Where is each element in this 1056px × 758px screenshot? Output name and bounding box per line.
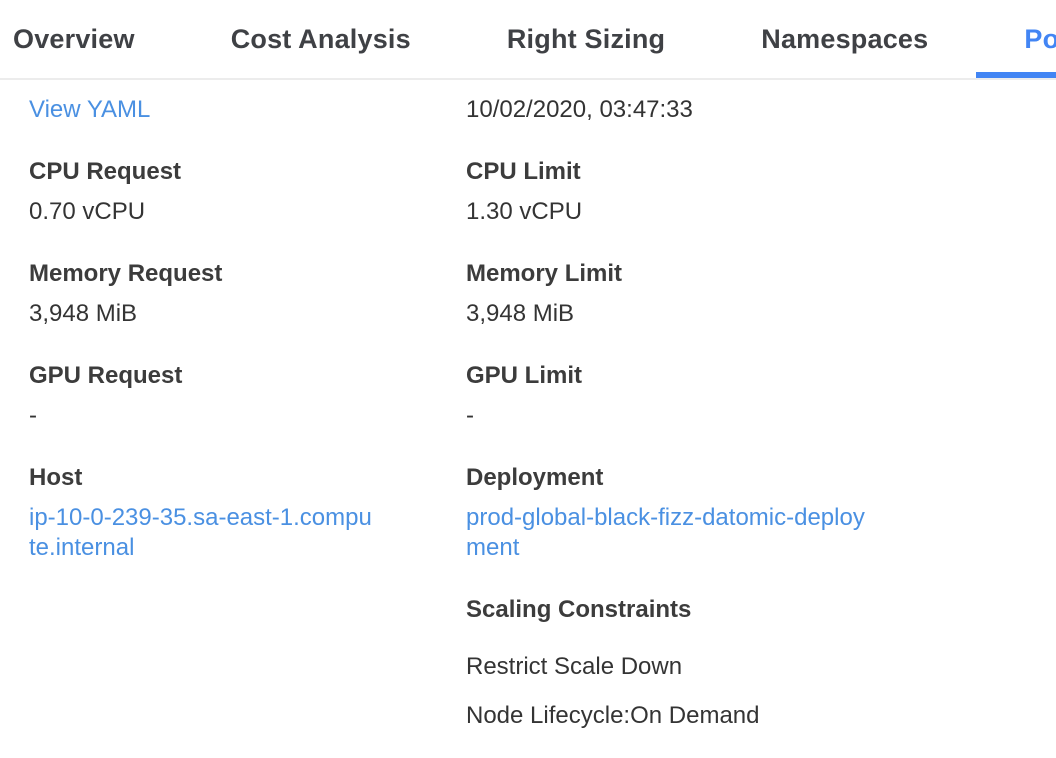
tab-bar-inner: Overview Cost Analysis Right Sizing Name… bbox=[0, 0, 1056, 78]
field-memory-request: Memory Request 3,948 MiB bbox=[29, 259, 466, 329]
tab-cost-analysis[interactable]: Cost Analysis bbox=[230, 23, 411, 54]
field-value: 3,948 MiB bbox=[29, 300, 138, 327]
field-label: CPU Limit bbox=[466, 158, 581, 185]
scaling-constraints-label: Scaling Constraints bbox=[466, 596, 692, 623]
field-cpu-request: CPU Request 0.70 vCPU bbox=[29, 157, 466, 227]
field-value: 0.70 vCPU bbox=[29, 198, 146, 225]
timestamp: 10/02/2020, 03:47:33 bbox=[466, 96, 693, 123]
tab-right-sizing[interactable]: Right Sizing bbox=[506, 23, 666, 54]
tab-overview[interactable]: Overview bbox=[13, 23, 135, 54]
field-label: CPU Request bbox=[29, 158, 182, 185]
scaling-constraints-group: Scaling Constraints Restrict Scale Down … bbox=[466, 595, 1036, 731]
field-value: 1.30 vCPU bbox=[466, 198, 583, 225]
tab-bar: Overview Cost Analysis Right Sizing Name… bbox=[0, 0, 1056, 80]
field-gpu-request: GPU Request - bbox=[29, 361, 466, 431]
field-gpu-limit: GPU Limit - bbox=[466, 361, 1036, 431]
field-value: - bbox=[29, 402, 37, 429]
view-yaml-link[interactable]: View YAML bbox=[29, 96, 151, 123]
field-memory-limit: Memory Limit 3,948 MiB bbox=[466, 259, 1036, 329]
deployment-link[interactable]: prod-global-black-fizz-datomic-deploymen… bbox=[466, 504, 865, 561]
host-link[interactable]: ip-10-0-239-35.sa-east-1.compute.interna… bbox=[29, 504, 372, 561]
field-label: Memory Request bbox=[29, 260, 223, 287]
field-cpu-limit: CPU Limit 1.30 vCPU bbox=[466, 157, 1036, 227]
field-host: Host ip-10-0-239-35.sa-east-1.compute.in… bbox=[29, 463, 466, 563]
scaling-constraint-item: Node Lifecycle:On Demand bbox=[466, 702, 760, 729]
field-label: Memory Limit bbox=[466, 260, 623, 287]
field-value: - bbox=[466, 402, 474, 429]
tab-pods[interactable]: Pods bbox=[976, 0, 1056, 78]
field-label: GPU Request bbox=[29, 362, 183, 389]
pod-details-panel: View YAML CPU Request 0.70 vCPU Memory R… bbox=[0, 80, 1056, 731]
details-right-column: 10/02/2020, 03:47:33 CPU Limit 1.30 vCPU… bbox=[466, 95, 1036, 731]
field-value: 3,948 MiB bbox=[466, 300, 575, 327]
field-label: Host bbox=[29, 464, 83, 491]
field-label: GPU Limit bbox=[466, 362, 583, 389]
field-label: Deployment bbox=[466, 464, 604, 491]
details-left-column: View YAML CPU Request 0.70 vCPU Memory R… bbox=[29, 95, 466, 731]
scaling-constraint-item: Restrict Scale Down bbox=[466, 653, 683, 680]
tab-namespaces[interactable]: Namespaces bbox=[761, 23, 929, 54]
field-deployment: Deployment prod-global-black-fizz-datomi… bbox=[466, 463, 1036, 563]
